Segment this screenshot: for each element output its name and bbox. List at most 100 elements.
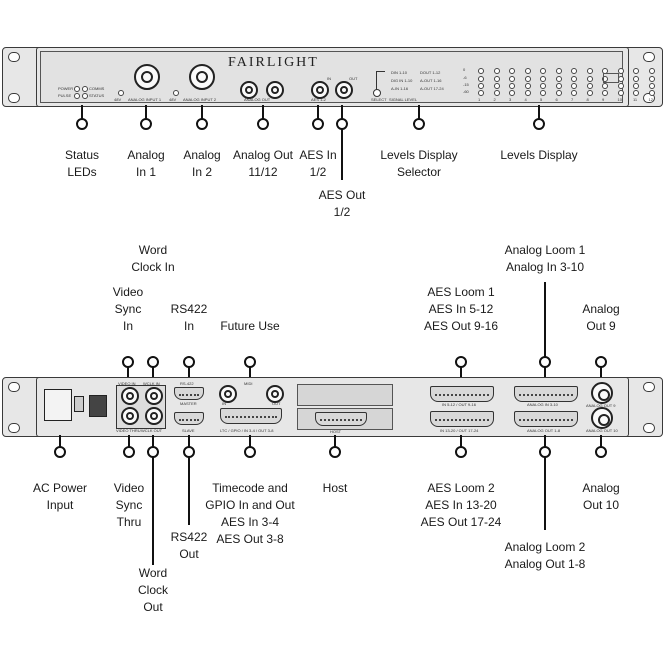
meter-led xyxy=(602,83,608,89)
meter-channel-label: 4 xyxy=(524,97,527,102)
leader-line xyxy=(460,435,462,452)
callout-pin xyxy=(539,446,551,458)
meter-led xyxy=(555,90,562,96)
meter-led xyxy=(478,68,484,74)
meter-led xyxy=(571,83,577,89)
callout-label: Future Use xyxy=(220,319,280,333)
selector-bracket xyxy=(376,71,385,90)
video-thru-bnc[interactable] xyxy=(121,407,139,425)
meter-led xyxy=(571,68,577,74)
select-label: SELECT xyxy=(371,97,387,102)
wclk-out-bnc[interactable] xyxy=(145,407,163,425)
meter-led xyxy=(586,68,593,74)
meter-channel-label: 1 xyxy=(478,97,481,102)
rs422-master-port[interactable] xyxy=(174,387,204,400)
callout-label: Analog In 2 xyxy=(183,148,221,179)
callout-label: RS422 In xyxy=(170,302,208,333)
meter-led xyxy=(493,68,500,74)
callout-label: Levels Display xyxy=(500,148,578,162)
analog-out-10-jack[interactable] xyxy=(591,407,613,429)
slave-label: SLAVE xyxy=(182,428,195,433)
meter-scale-label: -6 xyxy=(463,75,467,80)
meter-channel-label: 7 xyxy=(571,97,574,102)
callout-pin xyxy=(413,118,425,130)
meter-led xyxy=(571,90,577,96)
meter-led xyxy=(540,76,546,82)
aes-loom-2-port[interactable] xyxy=(430,411,494,427)
video-in-label: VIDEO IN xyxy=(118,381,136,386)
brand-logo: FAIRLIGHT xyxy=(228,55,319,70)
meter-led xyxy=(524,90,531,96)
leader-line xyxy=(128,435,130,452)
callout-pin xyxy=(312,118,324,130)
wclk-in-bnc[interactable] xyxy=(145,387,163,405)
meter-led xyxy=(586,83,593,89)
select-button[interactable] xyxy=(373,89,381,97)
leader-line xyxy=(600,362,602,377)
leader-line xyxy=(544,282,546,377)
aes-out-jack[interactable] xyxy=(335,81,353,99)
meter-channel-label: 10 xyxy=(617,97,622,102)
callout-pin xyxy=(257,118,269,130)
midi-in-label: IN xyxy=(222,401,226,406)
callout-pin xyxy=(183,446,195,458)
analog-out-12-jack[interactable] xyxy=(266,81,284,99)
video-in-bnc[interactable] xyxy=(121,387,139,405)
leader-line xyxy=(262,105,264,124)
callout-pin xyxy=(147,446,159,458)
callout-pin xyxy=(244,446,256,458)
meter-led xyxy=(478,90,484,96)
callout-label: Timecode and GPIO In and Out AES In 3-4 … xyxy=(205,481,295,546)
callout-pin xyxy=(244,356,256,368)
aes-in-label: IN xyxy=(327,76,331,81)
host-label: HOST xyxy=(330,429,342,434)
analog-input-2-xlr[interactable] xyxy=(189,64,215,90)
callout-pin xyxy=(336,118,348,130)
meter-led xyxy=(586,76,593,82)
callout-pin xyxy=(539,356,551,368)
wclk-in-label: WCLK IN xyxy=(143,381,160,386)
power-label: POWER xyxy=(58,86,74,91)
midi-in-port[interactable] xyxy=(219,385,237,403)
leader-line xyxy=(127,362,129,377)
leader-line xyxy=(249,435,251,452)
meter-led xyxy=(509,76,515,82)
meter-led xyxy=(509,83,515,89)
ac-power-socket[interactable] xyxy=(44,389,72,421)
callout-pin xyxy=(122,356,134,368)
meter-led xyxy=(602,76,608,82)
meter-channel-label: 3 xyxy=(509,97,512,102)
meter-led xyxy=(555,83,562,89)
meter-led xyxy=(509,68,515,74)
meter-led xyxy=(571,76,577,82)
power-switch[interactable] xyxy=(89,395,107,417)
status-led xyxy=(82,93,88,99)
analog-loom-2-port[interactable] xyxy=(514,411,578,427)
ltc-gpio-port[interactable] xyxy=(220,408,282,424)
midi-label: MIDI xyxy=(244,381,253,386)
midi-out-port[interactable] xyxy=(266,385,284,403)
meter-led xyxy=(648,90,655,96)
meter-led xyxy=(617,68,624,74)
host-port[interactable] xyxy=(315,412,367,426)
callout-label: Analog Out 11/12 xyxy=(232,148,294,179)
aes-in-jack[interactable] xyxy=(311,81,329,99)
analog-out-9-jack[interactable] xyxy=(591,382,613,404)
callout-pin xyxy=(54,446,66,458)
meter-led xyxy=(478,76,484,82)
aes-loom-1-port[interactable] xyxy=(430,386,494,402)
meter-led xyxy=(540,68,546,74)
meter-scale-label: 0 xyxy=(463,67,466,72)
callout-label: AES Loom 1 AES In 5-12 AES Out 9-16 xyxy=(423,285,499,333)
aes-12-label: AES 1-2 xyxy=(311,97,326,102)
analog-input-1-xlr[interactable] xyxy=(134,64,160,90)
callout-label: AES Out 1/2 xyxy=(318,188,366,219)
analog-loom-1-port[interactable] xyxy=(514,386,578,402)
rs422-slave-port[interactable] xyxy=(174,412,204,425)
callout-pin xyxy=(147,356,159,368)
analog-out-11-jack[interactable] xyxy=(240,81,258,99)
aout-17-24-label: A-OUT 17-24 xyxy=(420,86,444,91)
meter-led xyxy=(617,83,624,89)
callout-label: Levels Display Selector xyxy=(380,148,458,179)
analog-out-10-label: ANALOG OUT 10 xyxy=(586,428,618,433)
